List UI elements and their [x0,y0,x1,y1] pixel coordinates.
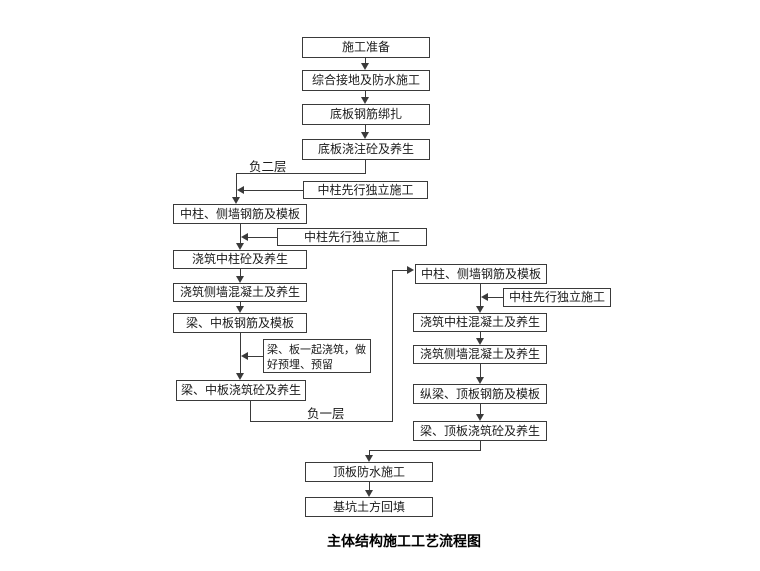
connector-bottom-corridor [369,450,481,451]
arrowhead-left-icon [241,352,248,360]
node-column-sidewall-rebar-formwork: 中柱、侧墙钢筋及模板 [173,204,307,224]
arrowhead-down-icon [232,197,240,204]
arrowhead-down-icon [361,63,369,70]
arrowhead-left-icon [481,293,488,301]
annotation-center-column-independent-3: 中柱先行独立施工 [503,288,611,307]
node-pour-sidewall-concrete: 浇筑侧墙混凝土及养生 [173,283,307,302]
annotation-pour-beam-slab-together: 梁、板一起浇筑，做好预埋、预留 [263,339,371,373]
connector-a1 [243,190,303,191]
connector-n10-n11 [369,482,370,491]
arrowhead-down-icon [361,132,369,139]
level-label-basement-1: 负一层 [307,406,345,421]
connector-r1-r2 [480,284,481,307]
node-pour-center-column-concrete: 浇筑中柱砼及养生 [173,250,307,269]
arrowhead-right-icon [407,266,414,274]
level-label-basement-2: 负二层 [249,159,287,174]
node-pit-earth-backfill: 基坑土方回填 [305,497,433,517]
arrowhead-down-icon [476,338,484,345]
node-pour-sidewall-concrete-2: 浇筑侧墙混凝土及养生 [413,345,547,364]
node-construction-preparation: 施工准备 [302,37,430,58]
node-pour-center-column-concrete-2: 浇筑中柱混凝土及养生 [413,313,547,332]
connector-r3-r4 [480,364,481,378]
connector-a4 [487,297,503,298]
connector-a2 [247,237,277,238]
node-beam-topslab-concrete-curing: 梁、顶板浇筑砼及养生 [413,421,547,441]
node-column-sidewall-rebar-formwork-2: 中柱、侧墙钢筋及模板 [415,264,547,284]
annotation-center-column-independent-1: 中柱先行独立施工 [303,181,428,199]
arrowhead-down-icon [476,414,484,421]
arrowhead-down-icon [236,373,244,380]
connector-r4-r5 [480,404,481,415]
node-base-slab-rebar: 底板钢筋绑扎 [302,104,430,125]
node-topslab-waterproofing: 顶板防水施工 [305,462,433,482]
node-base-slab-concrete-curing: 底板浇注砼及养生 [302,139,430,160]
arrowhead-down-icon [236,276,244,283]
arrowhead-down-icon [365,455,373,462]
node-beam-topslab-rebar-formwork: 纵梁、顶板钢筋及模板 [413,384,547,404]
arrowhead-left-icon [241,233,248,241]
arrowhead-down-icon [236,306,244,313]
arrowhead-left-icon [237,186,244,194]
connector-r5-drop [480,441,481,451]
diagram-title: 主体结构施工工艺流程图 [327,534,481,550]
annotation-center-column-independent-2: 中柱先行独立施工 [277,228,427,246]
node-beam-midslab-concrete-curing: 梁、中板浇筑砼及养生 [176,380,306,401]
connector-n5-n6 [240,224,241,244]
connector-n3-n4 [365,125,366,133]
arrowhead-down-icon [476,306,484,313]
connector-n6-n7 [240,269,241,277]
arrowhead-down-icon [361,97,369,104]
arrowhead-down-icon [476,377,484,384]
arrowhead-down-icon [365,490,373,497]
connector-neg2-corridor [236,173,366,174]
arrowhead-down-icon [236,243,244,250]
connector-into-r1 [392,270,407,271]
connector-n2-n3 [365,91,366,98]
connector-r2-r3 [480,332,481,339]
connector-a3 [247,356,263,357]
connector-into-n10 [369,450,370,456]
connector-n8-n9 [240,333,241,374]
connector-neg1-corridor [250,421,393,422]
connector-n1-n2 [365,58,366,64]
node-beam-midslab-rebar-formwork: 梁、中板钢筋及模板 [173,313,307,333]
connector-n9-drop [250,401,251,422]
connector-into-n5 [236,173,237,198]
connector-n4-drop [365,160,366,173]
node-grounding-waterproofing: 综合接地及防水施工 [302,70,430,91]
connector-riser-to-r1 [392,270,393,422]
connector-n7-n8 [240,302,241,307]
